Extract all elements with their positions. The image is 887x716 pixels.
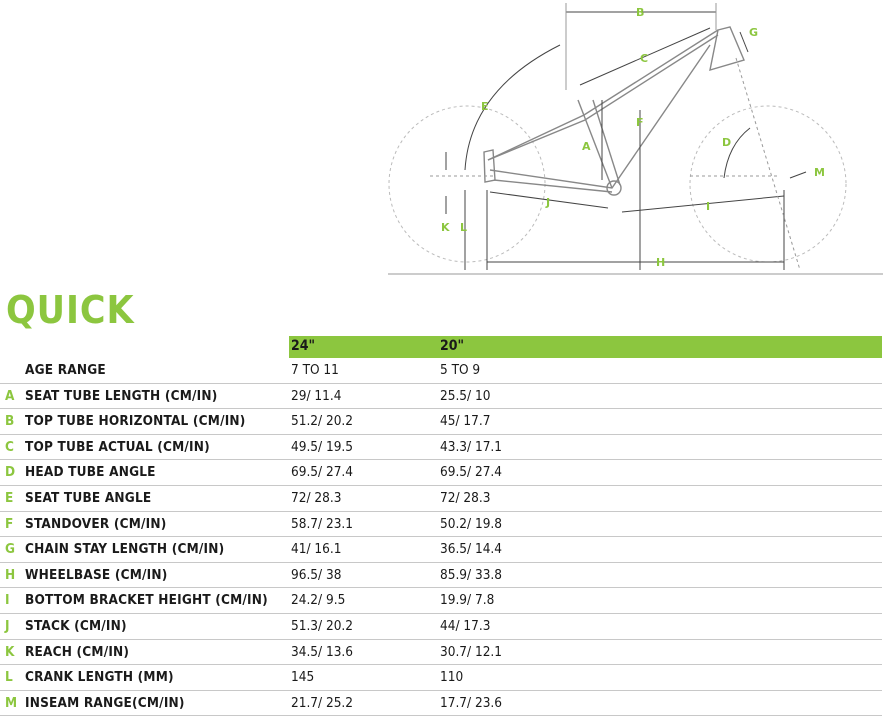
table-row: K REACH (CM/IN) 34.5/ 13.6 30.7/ 12.1 [0, 640, 882, 666]
diagram-label-c: C [640, 52, 648, 65]
row-letter: F [5, 515, 14, 532]
row-value-24: 69.5/ 27.4 [291, 464, 354, 481]
row-letter: I [5, 592, 10, 609]
diagram-label-l: L [460, 221, 467, 234]
row-value-24: 145 [291, 669, 315, 686]
row-letter: A [5, 387, 15, 404]
row-label: STACK (CM/IN) [25, 617, 127, 634]
diagram-label-a: A [582, 140, 591, 153]
table-header: 24" 20" [289, 336, 882, 358]
row-value-24: 29/ 11.4 [291, 387, 342, 404]
row-letter: J [5, 617, 10, 634]
row-value-20: 43.3/ 17.1 [440, 438, 503, 455]
table-row: F STANDOVER (CM/IN) 58.7/ 23.1 50.2/ 19.8 [0, 512, 882, 538]
row-value-24: 34.5/ 13.6 [291, 643, 354, 660]
table-row: E SEAT TUBE ANGLE 72/ 28.3 72/ 28.3 [0, 486, 882, 512]
table-row: H WHEELBASE (CM/IN) 96.5/ 38 85.9/ 33.8 [0, 563, 882, 589]
row-value-20: 85.9/ 33.8 [440, 566, 503, 583]
row-value-24: 51.2/ 20.2 [291, 413, 354, 430]
row-value-24: 7 TO 11 [291, 362, 339, 378]
row-label: HEAD TUBE ANGLE [25, 464, 156, 481]
table-row: G CHAIN STAY LENGTH (CM/IN) 41/ 16.1 36.5/ … [0, 537, 882, 563]
table-row: AGE RANGE 7 TO 11 5 TO 9 [0, 358, 882, 384]
diagram-label-b: B [636, 6, 644, 19]
row-value-24: 41/ 16.1 [291, 541, 342, 558]
row-value-20: 72/ 28.3 [440, 489, 491, 506]
row-label: WHEELBASE (CM/IN) [25, 566, 168, 583]
table-row: C TOP TUBE ACTUAL (CM/IN) 49.5/ 19.5 43.3/ … [0, 435, 882, 461]
row-label: CRANK LENGTH (MM) [25, 669, 174, 686]
bike-geometry-diagram: A B C D E F G H I J K L M [388, 3, 883, 275]
row-letter: M [5, 694, 18, 711]
diagram-label-i: I [706, 200, 710, 213]
row-letter: H [5, 566, 16, 583]
row-value-20: 69.5/ 27.4 [440, 464, 503, 481]
row-value-24: 51.3/ 20.2 [291, 617, 354, 634]
column-header-20: 20" [440, 338, 465, 354]
row-letter: C [5, 438, 14, 455]
row-letter: D [5, 464, 16, 481]
table-row: D HEAD TUBE ANGLE 69.5/ 27.4 69.5/ 27.4 [0, 460, 882, 486]
row-label: TOP TUBE ACTUAL (CM/IN) [25, 438, 210, 455]
row-value-20: 44/ 17.3 [440, 617, 491, 634]
row-letter: L [5, 669, 13, 686]
diagram-label-h: H [656, 256, 665, 269]
column-header-24: 24" [291, 338, 316, 354]
row-letter: E [5, 489, 14, 506]
rear-wheel [388, 105, 546, 263]
row-value-20: 17.7/ 23.6 [440, 694, 503, 711]
table-row: A SEAT TUBE LENGTH (CM/IN) 29/ 11.4 25.5/ 1… [0, 384, 882, 410]
geometry-table: 24" 20" AGE RANGE 7 TO 11 5 TO 9 A SEAT TUBE… [0, 336, 882, 716]
diagram-label-m: M [814, 166, 825, 179]
row-value-24: 49.5/ 19.5 [291, 438, 354, 455]
diagram-label-j: J [545, 196, 550, 209]
row-value-20: 30.7/ 12.1 [440, 643, 503, 660]
row-letter: G [5, 541, 15, 558]
row-label: BOTTOM BRACKET HEIGHT (CM/IN) [25, 592, 268, 609]
row-value-24: 21.7/ 25.2 [291, 694, 354, 711]
row-label: REACH (CM/IN) [25, 643, 130, 660]
table-row: I BOTTOM BRACKET HEIGHT (CM/IN) 24.2/ 9.5 1… [0, 588, 882, 614]
row-letter: B [5, 413, 15, 430]
row-letter: K [5, 643, 15, 660]
table-body: AGE RANGE 7 TO 11 5 TO 9 A SEAT TUBE LENGTH … [0, 358, 882, 716]
row-value-24: 96.5/ 38 [291, 566, 342, 583]
row-value-24: 72/ 28.3 [291, 489, 342, 506]
diagram-label-g: G [749, 26, 758, 39]
row-value-24: 58.7/ 23.1 [291, 515, 354, 532]
row-value-20: 25.5/ 10 [440, 387, 491, 404]
model-title: QUICK [6, 288, 135, 332]
table-row: L CRANK LENGTH (MM) 145 110 [0, 665, 882, 691]
row-label: AGE RANGE [25, 362, 106, 378]
diagram-label-k: K [441, 221, 450, 234]
diagram-label-d: D [722, 136, 731, 149]
row-value-20: 19.9/ 7.8 [440, 592, 495, 609]
row-label: STANDOVER (CM/IN) [25, 515, 167, 532]
row-value-20: 5 TO 9 [440, 362, 481, 378]
row-value-20: 36.5/ 14.4 [440, 541, 503, 558]
table-row: B TOP TUBE HORIZONTAL (CM/IN) 51.2/ 20.2 45… [0, 409, 882, 435]
row-label: CHAIN STAY LENGTH (CM/IN) [25, 541, 225, 558]
row-label: SEAT TUBE ANGLE [25, 489, 152, 506]
row-label: TOP TUBE HORIZONTAL (CM/IN) [25, 413, 246, 430]
front-wheel [689, 105, 847, 263]
row-value-20: 45/ 17.7 [440, 413, 491, 430]
row-label: SEAT TUBE LENGTH (CM/IN) [25, 387, 218, 404]
table-row: M INSEAM RANGE(CM/IN) 21.7/ 25.2 17.7/ 23.6 [0, 691, 882, 716]
table-row: J STACK (CM/IN) 51.3/ 20.2 44/ 17.3 [0, 614, 882, 640]
row-label: INSEAM RANGE(CM/IN) [25, 694, 185, 711]
bike-frame [483, 26, 745, 196]
diagram-label-f: F [636, 116, 644, 129]
diagram-label-e: E [481, 100, 489, 113]
row-value-20: 110 [440, 669, 464, 686]
row-value-24: 24.2/ 9.5 [291, 592, 346, 609]
row-value-20: 50.2/ 19.8 [440, 515, 503, 532]
dimension-lines [430, 3, 807, 271]
